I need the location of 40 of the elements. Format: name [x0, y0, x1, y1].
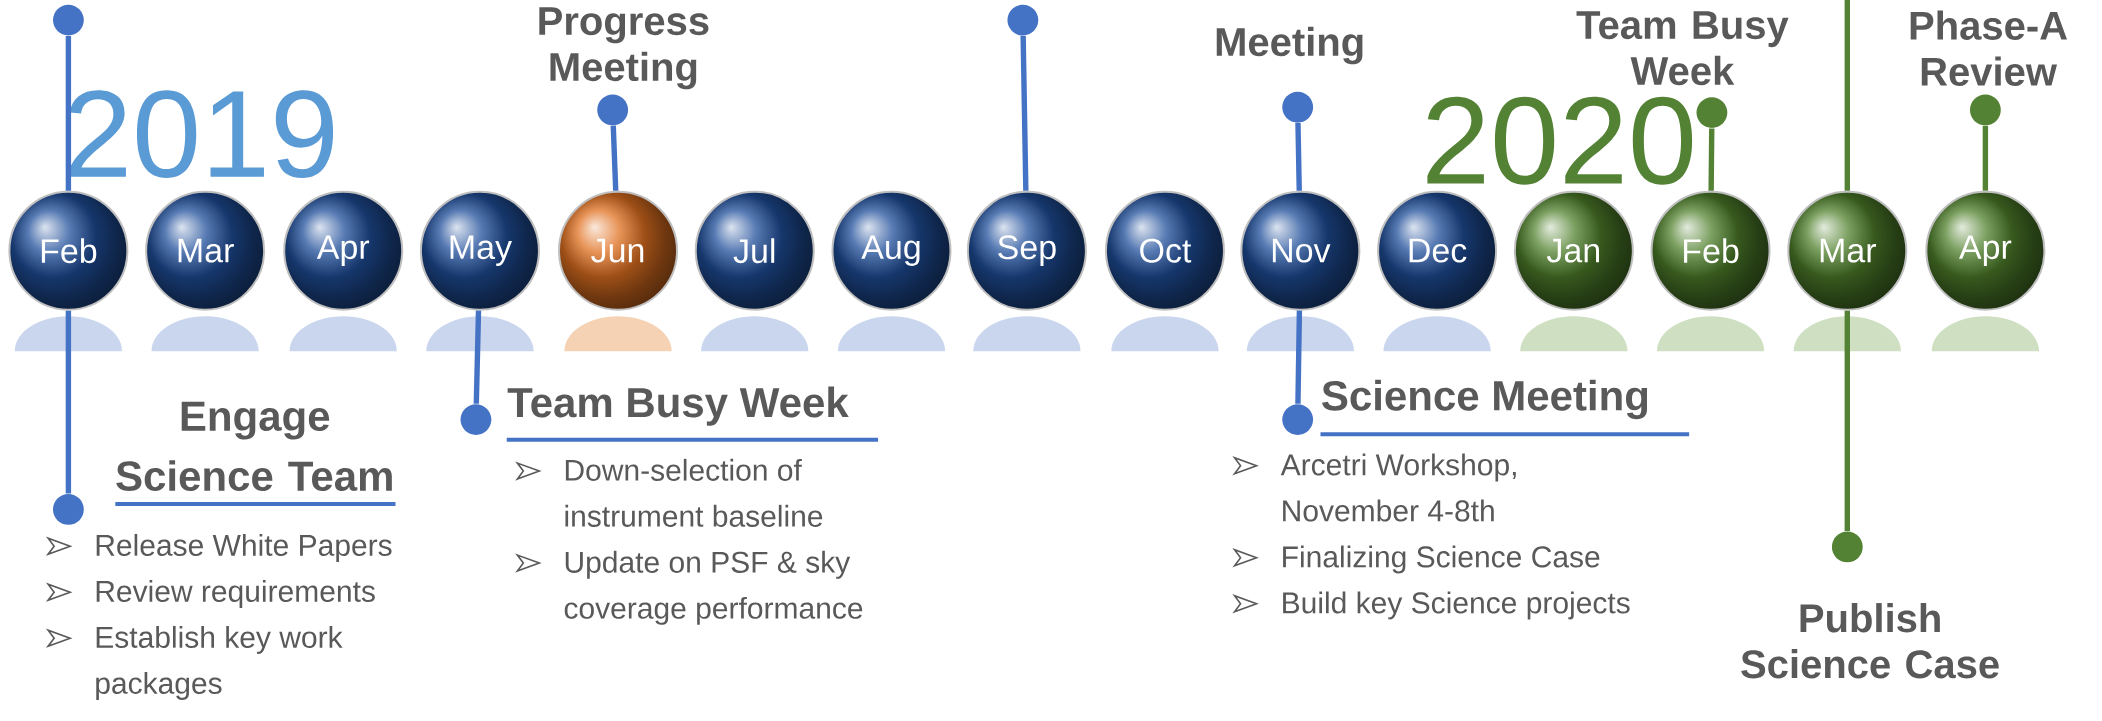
connector-line: [65, 35, 72, 191]
milestone-heading: Team Busy Week: [507, 386, 849, 426]
connector-line: [1708, 128, 1715, 191]
bullet-text: Finalizing Science Case: [1283, 545, 1600, 574]
bullet-text: Release White Papers: [96, 533, 392, 562]
milestone-dot: [1007, 4, 1039, 36]
connector-line: [65, 310, 72, 494]
milestone-label: Meeting: [1216, 26, 1363, 65]
milestone-label: Team Busy Week: [1576, 11, 1789, 86]
bullet-text: Review requirements: [96, 579, 375, 608]
connector-line: [1295, 310, 1303, 404]
connector-line: [1844, 310, 1850, 531]
year-label: 2019: [69, 90, 334, 178]
connector-line: [1844, 0, 1850, 191]
year-label: 2020: [1427, 96, 1693, 185]
bullet-text: Establish key work packages: [96, 625, 343, 700]
milestone-dot: [460, 404, 492, 435]
milestone-dot: [1282, 404, 1314, 435]
milestone-dot: [1831, 531, 1863, 563]
milestone-dot: [597, 94, 629, 126]
milestone-heading: Science Meeting: [1322, 379, 1648, 420]
milestone-dot: [53, 493, 84, 525]
bullet-text: Down-selection of instrument baseline: [565, 458, 823, 527]
connector-line: [1020, 35, 1029, 191]
milestone-dot: [1282, 91, 1314, 123]
connector-line: [1295, 122, 1302, 191]
milestone-dot: [1696, 97, 1728, 128]
bullet-text: Update on PSF & sky coverage performance: [564, 550, 863, 625]
bullet-text: Arcetri Workshop, November 4-8th: [1280, 453, 1516, 522]
milestone-label: Publish Science Case: [1741, 603, 1999, 679]
milestone-label: Progress Meeting: [539, 7, 709, 90]
bullet-text: Build key Science projects: [1283, 591, 1630, 620]
connector-line: [1982, 125, 1989, 191]
milestone-label: Phase-A Review: [1910, 10, 2067, 86]
connector-line: [473, 310, 482, 404]
month-sphere: Apr: [1925, 190, 2046, 352]
milestone-dot: [53, 4, 84, 36]
milestone-dot: [1969, 94, 2001, 126]
connector-line: [610, 125, 619, 191]
milestone-heading: Engage Science Team: [116, 401, 392, 491]
